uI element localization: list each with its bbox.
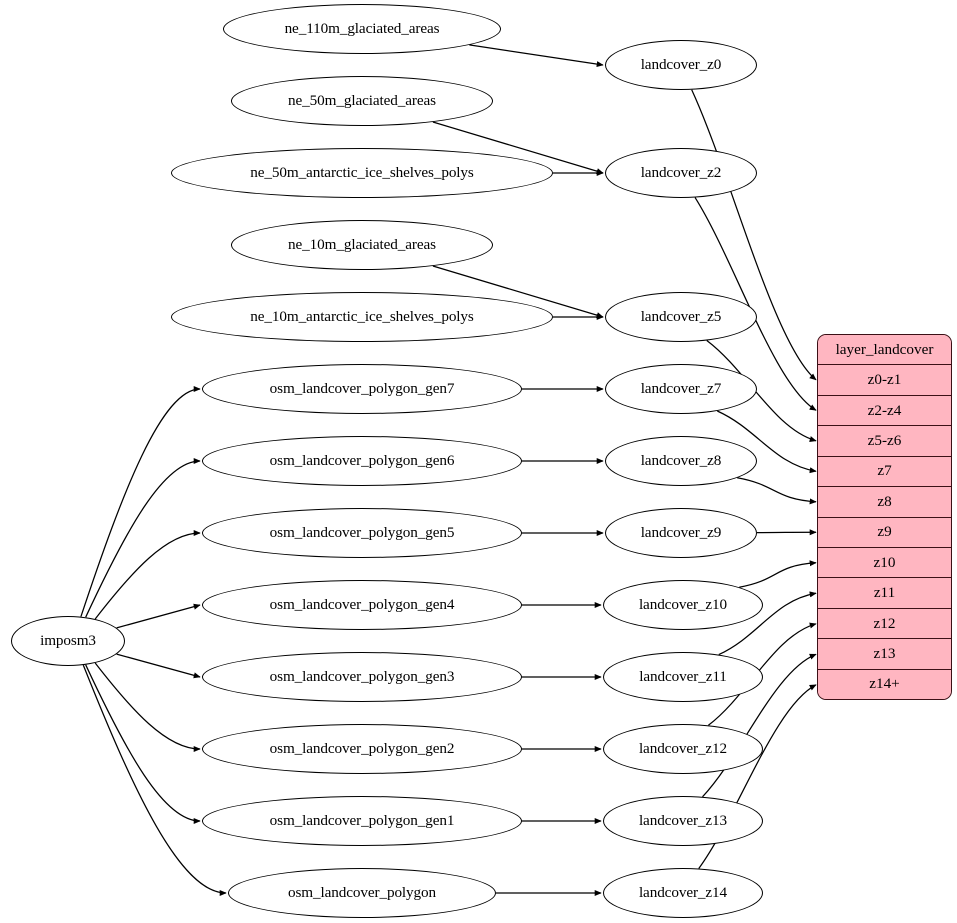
node-label: landcover_z5 <box>640 308 722 325</box>
node-osm_landcover_polygon_gen3[interactable]: osm_landcover_polygon_gen3 <box>202 652 522 702</box>
node-label: landcover_z14 <box>638 884 728 901</box>
edge-imposm3-to-osm_landcover_polygon_gen2 <box>94 662 201 753</box>
node-ne_10m_glaciated_areas[interactable]: ne_10m_glaciated_areas <box>231 220 493 270</box>
node-label: landcover_z8 <box>640 452 722 469</box>
node-ne_110m_glaciated_areas[interactable]: ne_110m_glaciated_areas <box>223 4 501 54</box>
edge-imposm3-to-osm_landcover_polygon_gen3 <box>116 653 201 679</box>
node-label: osm_landcover_polygon_gen2 <box>269 740 455 757</box>
edge-imposm3-to-osm_landcover_polygon_gen5 <box>94 529 201 620</box>
node-osm_landcover_polygon_gen7[interactable]: osm_landcover_polygon_gen7 <box>202 364 522 414</box>
edge-ne_50m_glaciated_areas-to-landcover_z2 <box>432 121 604 175</box>
node-label: osm_landcover_polygon_gen3 <box>269 668 455 685</box>
record-row-z13[interactable]: z13 <box>818 639 951 670</box>
node-label: ne_10m_antarctic_ice_shelves_polys <box>250 308 474 325</box>
node-landcover_z12[interactable]: landcover_z12 <box>603 724 763 774</box>
node-label: osm_landcover_polygon_gen1 <box>269 812 455 829</box>
record-title: layer_landcover <box>818 335 951 366</box>
record-row-z12[interactable]: z12 <box>818 608 951 640</box>
node-label: ne_50m_glaciated_areas <box>288 92 436 109</box>
edge-landcover_z12-to-z12 <box>708 622 817 726</box>
edge-imposm3-to-osm_landcover_polygon_gen1 <box>85 664 201 824</box>
edge-landcover_z8-to-z8 <box>737 477 817 505</box>
node-label: landcover_z13 <box>638 812 728 829</box>
node-label: landcover_z2 <box>640 164 722 181</box>
node-landcover_z5[interactable]: landcover_z5 <box>605 292 757 342</box>
record-row-z11[interactable]: z11 <box>818 578 951 609</box>
edge-landcover_z0-to-z0-z1 <box>691 89 817 381</box>
edge-imposm3-to-osm_landcover_polygon_gen7 <box>80 386 201 617</box>
node-landcover_z7[interactable]: landcover_z7 <box>605 364 757 414</box>
edge-landcover_z14-to-z14+ <box>698 684 817 869</box>
edge-landcover_z7-to-z7 <box>717 410 817 474</box>
node-landcover_z9[interactable]: landcover_z9 <box>605 508 757 558</box>
node-label: landcover_z9 <box>640 524 722 541</box>
node-landcover_z2[interactable]: landcover_z2 <box>605 148 757 198</box>
record-row-z7[interactable]: z7 <box>818 456 951 488</box>
edge-landcover_z13-to-z13 <box>702 653 817 798</box>
node-label: landcover_z11 <box>639 668 727 685</box>
edge-imposm3-to-osm_landcover_polygon_gen6 <box>85 458 201 618</box>
node-label: landcover_z12 <box>638 740 728 757</box>
record-row-z8[interactable]: z8 <box>818 487 951 518</box>
record-row-z5-z6[interactable]: z5-z6 <box>818 426 951 457</box>
node-label: imposm3 <box>40 632 96 649</box>
node-landcover_z0[interactable]: landcover_z0 <box>605 40 757 90</box>
node-osm_landcover_polygon_gen5[interactable]: osm_landcover_polygon_gen5 <box>202 508 522 558</box>
node-label: osm_landcover_polygon_gen5 <box>269 524 455 541</box>
node-landcover_z8[interactable]: landcover_z8 <box>605 436 757 486</box>
edge-imposm3-to-osm_landcover_polygon <box>82 664 227 896</box>
node-ne_10m_antarctic_ice_shelves_polys[interactable]: ne_10m_antarctic_ice_shelves_polys <box>171 292 553 342</box>
node-label: landcover_z0 <box>640 56 722 73</box>
node-label: osm_landcover_polygon <box>287 884 437 901</box>
record-row-z0-z1[interactable]: z0-z1 <box>818 365 951 396</box>
edge-landcover_z10-to-z10 <box>739 560 817 588</box>
record-row-z14+[interactable]: z14+ <box>818 669 951 699</box>
node-label: ne_110m_glaciated_areas <box>284 20 440 37</box>
node-osm_landcover_polygon_gen6[interactable]: osm_landcover_polygon_gen6 <box>202 436 522 486</box>
node-imposm3[interactable]: imposm3 <box>11 616 125 666</box>
node-label: osm_landcover_polygon_gen7 <box>269 380 455 397</box>
node-osm_landcover_polygon_gen1[interactable]: osm_landcover_polygon_gen1 <box>202 796 522 846</box>
node-label: ne_10m_glaciated_areas <box>288 236 436 253</box>
node-label: ne_50m_antarctic_ice_shelves_polys <box>250 164 474 181</box>
node-osm_landcover_polygon_gen2[interactable]: osm_landcover_polygon_gen2 <box>202 724 522 774</box>
edge-imposm3-to-osm_landcover_polygon_gen4 <box>116 603 201 629</box>
edge-ne_10m_glaciated_areas-to-landcover_z5 <box>432 265 604 319</box>
edge-ne_110m_glaciated_areas-to-landcover_z0 <box>469 44 604 68</box>
node-osm_landcover_polygon_gen4[interactable]: osm_landcover_polygon_gen4 <box>202 580 522 630</box>
node-osm_landcover_polygon[interactable]: osm_landcover_polygon <box>228 868 496 918</box>
node-landcover_z10[interactable]: landcover_z10 <box>603 580 763 630</box>
node-landcover_z11[interactable]: landcover_z11 <box>603 652 763 702</box>
node-ne_50m_antarctic_ice_shelves_polys[interactable]: ne_50m_antarctic_ice_shelves_polys <box>171 148 553 198</box>
node-ne_50m_glaciated_areas[interactable]: ne_50m_glaciated_areas <box>231 76 493 126</box>
node-landcover_z14[interactable]: landcover_z14 <box>603 868 763 918</box>
node-label: landcover_z10 <box>638 596 728 613</box>
node-label: osm_landcover_polygon_gen4 <box>269 596 455 613</box>
edge-landcover_z11-to-z11 <box>718 591 817 656</box>
record-row-z2-z4[interactable]: z2-z4 <box>818 395 951 427</box>
record-row-z9[interactable]: z9 <box>818 517 951 548</box>
node-landcover_z13[interactable]: landcover_z13 <box>603 796 763 846</box>
edge-landcover_z5-to-z5-z6 <box>706 340 817 442</box>
record-row-z10[interactable]: z10 <box>818 547 951 579</box>
node-label: osm_landcover_polygon_gen6 <box>269 452 455 469</box>
node-label: landcover_z7 <box>640 380 722 397</box>
